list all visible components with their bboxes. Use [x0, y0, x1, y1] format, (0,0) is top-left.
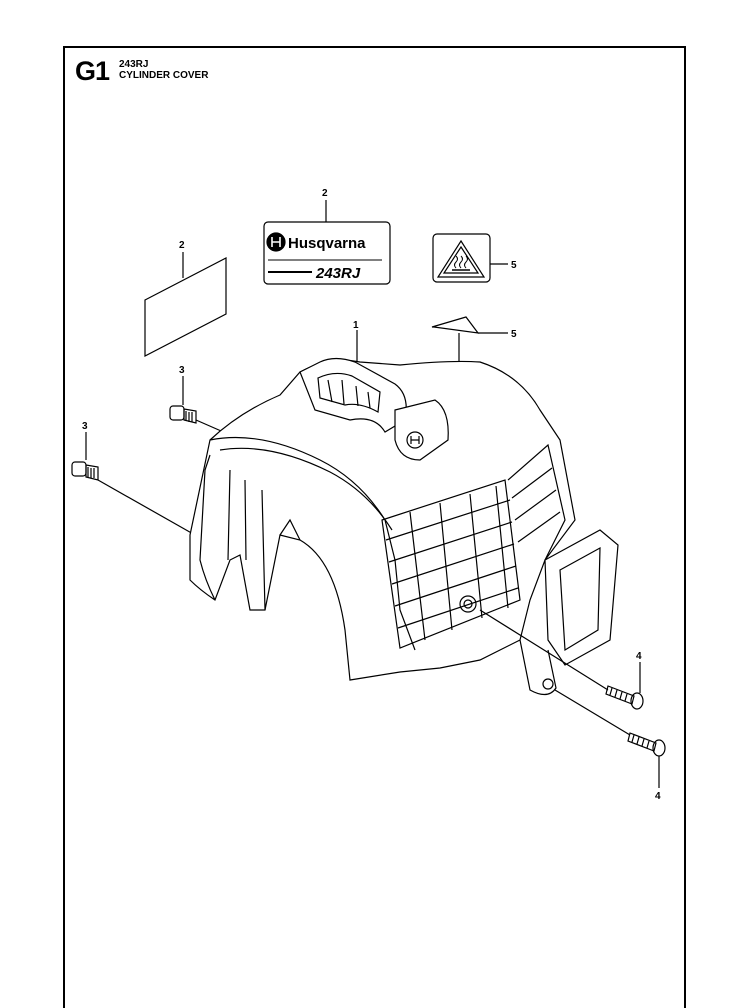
side-duct [544, 529, 619, 666]
callout-screw-top: 3 [179, 365, 185, 376]
callout-decal-main: 2 [322, 188, 328, 199]
callout-cover: 1 [353, 320, 359, 331]
callout-warning-label: 5 [511, 260, 517, 271]
model-label: 243RJ [119, 59, 149, 70]
callout-decal-blank: 2 [179, 240, 185, 251]
page-title: CYLINDER COVER [119, 70, 209, 81]
callout-small-label: 5 [511, 329, 517, 340]
callout-screw-right-upper: 4 [636, 651, 642, 662]
section-code: G1 [75, 56, 110, 86]
decal-model-text: 243RJ [315, 265, 361, 282]
callout-screw-right-lower: 4 [655, 791, 661, 802]
husqvarna-logo-icon [266, 232, 286, 252]
screw-top [169, 376, 229, 435]
callout-screw-left: 3 [82, 421, 88, 432]
hot-surface-icon [452, 255, 470, 271]
decal-blank [144, 252, 227, 357]
decal-brand-text: Husqvarna [288, 235, 366, 252]
screw-right-upper [479, 609, 644, 710]
diagram-frame [63, 46, 686, 1008]
cover-logo-icon [406, 431, 424, 449]
cylinder-cover [189, 357, 619, 696]
screw-left [71, 432, 196, 536]
warning-label [432, 233, 508, 283]
screw-right-lower [554, 689, 666, 788]
vent-grille [381, 443, 566, 649]
decal-main: Husqvarna 243RJ [263, 200, 391, 285]
